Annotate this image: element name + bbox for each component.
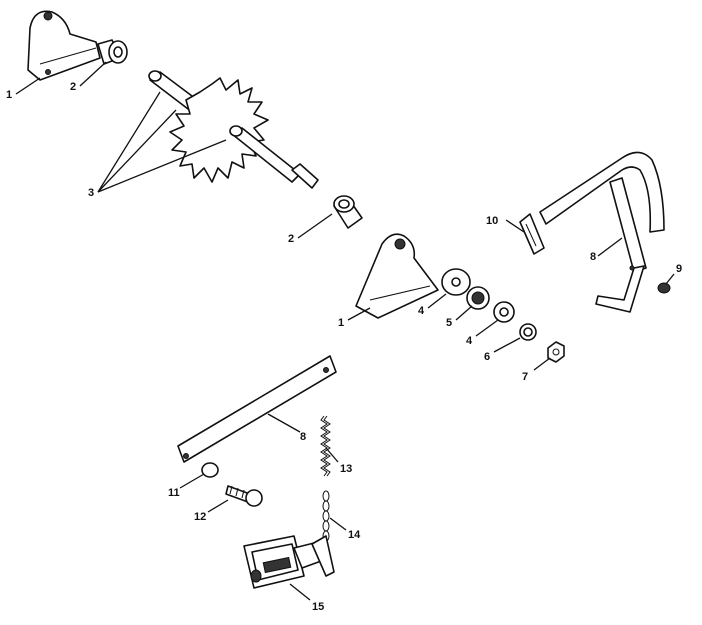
part-chain-14 <box>322 490 330 542</box>
callout-15: 15 <box>312 601 324 613</box>
part-bracket-top <box>27 10 101 81</box>
callout-labels: 1 2 3 2 10 8 9 4 1 5 4 6 7 8 13 11 12 14… <box>6 81 682 613</box>
part-ring-6 <box>519 323 537 341</box>
part-bushing-11 <box>201 462 219 478</box>
callout-4-b: 4 <box>466 335 473 347</box>
part-screw-12 <box>225 485 263 507</box>
part-counter-15 <box>243 535 335 589</box>
part-bushing-top <box>97 39 128 65</box>
callout-4-a: 4 <box>418 305 425 317</box>
leader-lines <box>15 61 675 601</box>
callout-10: 10 <box>486 215 498 227</box>
callout-6: 6 <box>484 351 490 363</box>
callout-8-upper: 8 <box>590 251 596 263</box>
part-bushing-lower <box>333 195 363 229</box>
part-gear-5 <box>466 286 490 310</box>
part-sprocket-shaft <box>148 70 319 189</box>
callout-1-top: 1 <box>6 89 12 101</box>
part-washer-4b <box>493 301 515 323</box>
callout-1-right: 1 <box>338 317 344 329</box>
callout-5: 5 <box>446 317 452 329</box>
part-bracket-right <box>355 233 439 319</box>
callout-13: 13 <box>340 463 352 475</box>
callout-12: 12 <box>194 511 206 523</box>
part-bar-lower <box>177 355 337 463</box>
callout-2-top: 2 <box>70 81 76 93</box>
callout-9: 9 <box>676 263 682 275</box>
callout-11: 11 <box>168 487 180 499</box>
part-link-10 <box>519 213 545 255</box>
callout-14: 14 <box>348 529 361 541</box>
part-washer-4a <box>441 268 471 296</box>
callout-2-lower: 2 <box>288 233 294 245</box>
callout-8-lower: 8 <box>300 431 306 443</box>
callout-7: 7 <box>522 371 528 383</box>
callout-3: 3 <box>88 187 94 199</box>
part-bushing-9 <box>657 282 671 294</box>
part-nut-7 <box>547 341 565 363</box>
part-spring-13 <box>320 415 331 477</box>
part-arm-upper <box>539 151 665 313</box>
